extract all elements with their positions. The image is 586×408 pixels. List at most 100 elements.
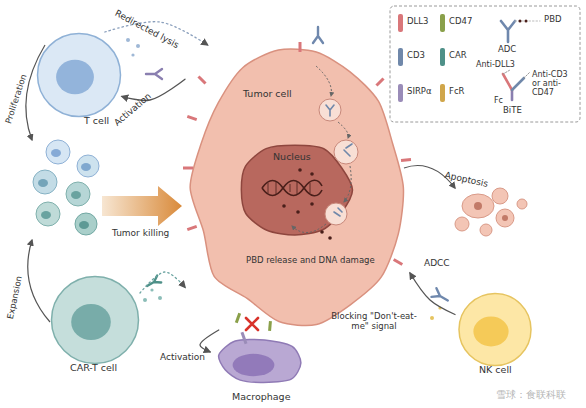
bite-icon-part (511, 90, 514, 100)
dll3-receptors-part (299, 42, 302, 52)
legend-swatch (398, 48, 403, 66)
legend-annotation: Anti-CD3 or anti-CD47 (532, 70, 578, 98)
antibodies-part (145, 276, 161, 290)
legend-label: FcR (449, 87, 464, 97)
legend-label: CD47 (449, 17, 472, 27)
edge-label: Activation (112, 91, 153, 128)
cell-nucleus (473, 317, 508, 347)
apoptotic-fragments-part (455, 217, 469, 231)
dll3-receptors-part (183, 167, 193, 170)
dll3-receptors-part (197, 75, 206, 84)
pbd-particles-part (310, 202, 314, 206)
cell-label: Macrophage (232, 392, 291, 403)
secreted-granules-part (136, 44, 140, 48)
secreted-granules-part (150, 288, 153, 291)
cell-label: Tumor cell (243, 89, 292, 100)
arrow-connector (140, 272, 185, 293)
dna-helix-part (262, 180, 322, 195)
proliferating-cells-part (75, 213, 97, 235)
legend-label: DLL3 (407, 17, 428, 27)
dll3-receptors-part (401, 158, 411, 162)
proliferating-cells-part (81, 163, 91, 171)
process-label: Apoptosis (444, 170, 489, 189)
cell-membrane (219, 339, 301, 382)
secreted-granules-part (438, 306, 441, 309)
apoptotic-fragments-part (474, 202, 482, 210)
trafficking-arrows-part (292, 224, 326, 233)
secreted-granules-part (430, 316, 434, 320)
apoptotic-fragments-part (502, 215, 508, 221)
pbd-particles-part (310, 172, 314, 176)
secreted-granules-part (143, 298, 147, 302)
apoptotic-fragments (455, 188, 527, 236)
legend-annotation: PBD (544, 15, 562, 25)
cell-nucleus (233, 354, 275, 376)
endocytic-vesicles-part (325, 203, 347, 225)
cd47-receptors-part (268, 321, 272, 331)
proliferating-cells (33, 140, 99, 235)
bite-icon-part (512, 78, 524, 90)
pbd-particles-part (298, 168, 302, 172)
proliferating-cells-part (33, 170, 57, 194)
process-label: Proliferation (4, 73, 29, 125)
proliferating-cells-part (51, 149, 61, 157)
cell-nucleus (71, 304, 111, 340)
antibodies-part (431, 288, 450, 305)
proliferating-cells-part (38, 179, 48, 187)
proliferating-cells-part (79, 221, 89, 229)
proliferating-cells-part (46, 140, 70, 164)
apoptotic-fragments-part (492, 188, 508, 204)
cell-label: Nucleus (273, 152, 311, 163)
antibodies (145, 27, 450, 305)
apoptotic-fragments-part (496, 209, 514, 227)
process-label: Blocking "Don't-eat-me" signal (330, 312, 418, 332)
car-t-cell: CAR-T cell (50, 275, 140, 365)
cd47-receptors (235, 313, 272, 331)
blocking-cross (246, 318, 258, 330)
dll3-receptors-part (187, 225, 197, 231)
cell-nucleus (56, 60, 94, 94)
proliferating-cells-part (36, 202, 60, 226)
cell-label: NK cell (479, 365, 512, 376)
pbd-particles-part (320, 230, 324, 234)
proliferating-cells-part (77, 155, 99, 177)
cell-label: T cell (84, 116, 109, 127)
cell-membrane (459, 294, 531, 366)
legend-swatch (398, 14, 403, 32)
vesicle-cargo-part (344, 144, 352, 156)
apoptotic-fragments-part (517, 199, 527, 209)
legend-swatch (440, 48, 445, 66)
adc-icon-part (515, 21, 540, 22)
legend-swatch (440, 14, 445, 32)
adc-icon-part (525, 20, 528, 23)
cd47-receptors-part (235, 313, 241, 323)
endocytic-vesicles-part (334, 140, 358, 164)
arrow-connector (105, 22, 208, 45)
process-label: PBD release and DNA damage (246, 256, 375, 266)
legend-swatch (398, 84, 403, 102)
process-label: Expansion (6, 275, 25, 320)
t-cell: T cell (36, 32, 122, 118)
proliferating-cells-part (71, 191, 81, 199)
apoptotic-fragments-part (480, 224, 492, 236)
edge-label: Activation (160, 352, 205, 362)
pbd-particles-part (282, 204, 286, 208)
legend-label: SIRPα (407, 87, 432, 97)
legend-annotation: Fc (494, 96, 503, 105)
vesicle-cargo (326, 105, 352, 216)
dna-helix-part (268, 182, 310, 194)
cell-membrane (190, 49, 403, 326)
tumor-cell: Tumor cellNucleus (185, 45, 410, 330)
pbd-particles (282, 168, 332, 240)
proliferating-cells-part (41, 211, 51, 219)
cell-membrane (52, 277, 139, 364)
edge-label: Redirected lysis (113, 8, 180, 50)
dll3-receptors (183, 42, 411, 266)
dll3-receptors-part (187, 115, 197, 121)
nk-cell: NK cell (455, 292, 535, 367)
arrow-connector (200, 330, 219, 352)
process-label: Tumor killing (112, 228, 169, 238)
proliferating-cells-part (66, 182, 90, 206)
arrow-connector (410, 273, 455, 315)
